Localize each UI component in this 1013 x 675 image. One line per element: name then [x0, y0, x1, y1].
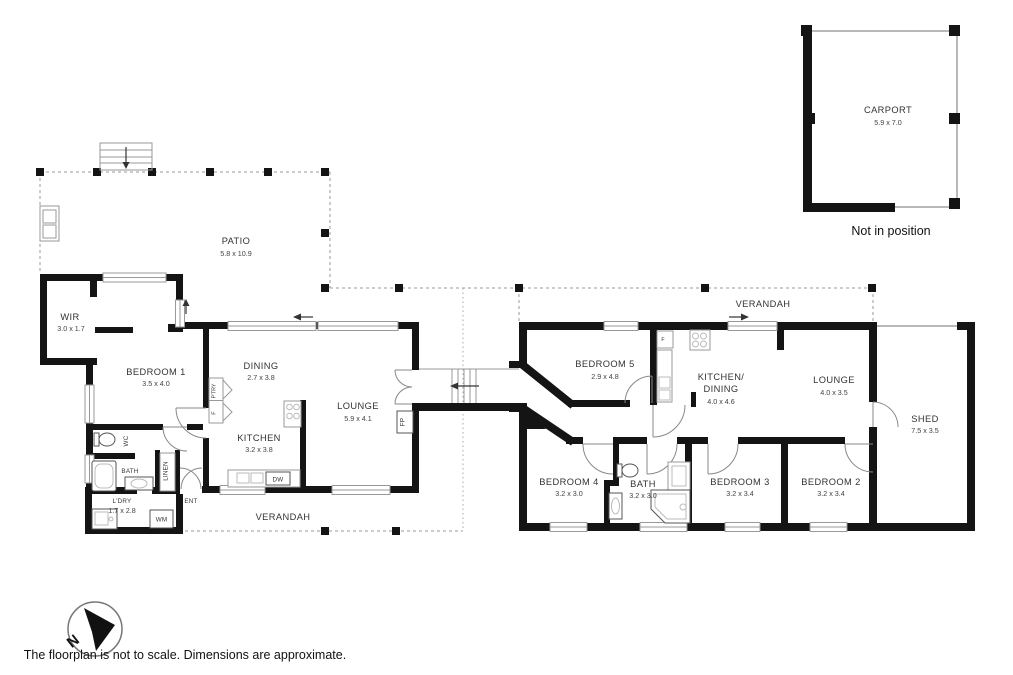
room-label-lounge-right: LOUNGE: [813, 375, 855, 385]
room-label-bedroom-3: BEDROOM 3: [710, 477, 769, 487]
carport: CARPORT 5.9 x 7.0 Not in position: [801, 25, 960, 238]
carport-posts: [801, 25, 960, 209]
room-label-bath-right: BATH: [630, 479, 656, 489]
room-dims-ldry: 1.7 x 2.8: [108, 506, 136, 515]
left-building-labels: WIR 3.0 x 1.7 BEDROOM 1 3.5 x 4.0 DINING…: [57, 312, 406, 524]
room-label-shed: SHED: [911, 414, 938, 424]
cooktop-left: [283, 400, 302, 428]
vanity-left: [124, 476, 154, 491]
room-dims-patio: 5.8 x 10.9: [220, 249, 252, 258]
room-label-bedroom-2: BEDROOM 2: [801, 477, 860, 487]
fridge-right: [656, 330, 674, 349]
carport-note: Not in position: [851, 224, 930, 238]
room-dims-shed: 7.5 x 3.5: [911, 426, 939, 435]
room-label-carport: CARPORT: [864, 105, 912, 115]
right-building-labels: BEDROOM 5 2.9 x 4.8 KITCHEN/ DINING 4.0 …: [539, 337, 938, 500]
room-dims-dining: 2.7 x 3.8: [247, 373, 275, 382]
cooktop-right: [689, 329, 711, 351]
corner-spa: [650, 489, 691, 524]
vanity-right: [608, 492, 623, 520]
left-building-windows: [84, 272, 399, 495]
fixture-label-wc: WC: [123, 435, 130, 446]
room-label-kitchen: KITCHEN: [237, 433, 281, 443]
room-dims-lounge-left: 5.9 x 4.1: [344, 414, 372, 423]
left-building-fixtures: [91, 377, 414, 530]
room-dims-carport: 5.9 x 7.0: [874, 118, 902, 127]
right-building-arrows: [729, 313, 749, 321]
shower-right: [667, 461, 691, 491]
fixture-label-fridge-right: F: [661, 337, 664, 343]
room-dims-bath-right: 3.2 x 3.0: [629, 491, 657, 500]
disclaimer-text: The floorplan is not to scale. Dimension…: [24, 648, 346, 662]
toilet-right: [616, 463, 639, 478]
room-label-verandah-right: VERANDAH: [736, 299, 791, 309]
compass-icon: N: [64, 601, 123, 657]
fixture-label-linen: LINEN: [163, 461, 170, 481]
fixture-label-fp: FP: [400, 418, 407, 426]
kitchen-bench-left: [227, 469, 301, 488]
room-label-kitchen-dining-2: DINING: [704, 384, 739, 394]
right-building-walls: [509, 322, 975, 531]
room-dims-kitchen: 3.2 x 3.8: [245, 445, 273, 454]
right-building-windows: [549, 321, 848, 532]
bathtub-left: [91, 460, 117, 492]
room-label-dining: DINING: [244, 361, 279, 371]
room-dims-bedroom-3: 3.2 x 3.4: [726, 489, 754, 498]
room-dims-kitchen-dining: 4.0 x 4.6: [707, 397, 735, 406]
room-label-bedroom-4: BEDROOM 4: [539, 477, 598, 487]
room-label-bedroom-5: BEDROOM 5: [575, 359, 634, 369]
room-dims-wir: 3.0 x 1.7: [57, 324, 85, 333]
connector-walkway: [419, 368, 519, 403]
room-label-kitchen-dining-1: KITCHEN/: [698, 372, 745, 382]
room-label-bedroom-1: BEDROOM 1: [126, 367, 185, 377]
pantry-fridge-closets: [208, 377, 233, 424]
fireplace: [396, 410, 414, 434]
room-dims-bedroom-4: 3.2 x 3.0: [555, 489, 583, 498]
room-dims-lounge-right: 4.0 x 3.5: [820, 388, 848, 397]
linen-closet: [159, 452, 176, 492]
room-label-wir: WIR: [60, 312, 79, 322]
room-dims-bedroom-2: 3.2 x 3.4: [817, 489, 845, 498]
patio-unit: [39, 205, 60, 242]
fixture-label-fridge-left: F: [212, 411, 218, 414]
room-dims-bedroom-1: 3.5 x 4.0: [142, 379, 170, 388]
room-dims-bedroom-5: 2.9 x 4.8: [591, 372, 619, 381]
fixture-label-ent: ENT: [184, 498, 197, 505]
left-building-doors: [162, 369, 413, 490]
room-label-patio: PATIO: [222, 236, 251, 246]
room-label-ldry: L'DRY: [113, 498, 132, 505]
patio-posts: [36, 168, 876, 535]
fixture-label-pantry: P'TRY: [212, 383, 218, 398]
fixture-label-wm: WM: [156, 517, 168, 524]
washing-machine: [149, 509, 174, 529]
right-building-fixtures: [608, 329, 711, 524]
laundry-trough: [91, 508, 118, 530]
room-label-bath-left: BATH: [121, 468, 138, 475]
left-building-arrows: [182, 299, 313, 321]
room-label-verandah-left: VERANDAH: [256, 512, 311, 522]
toilet-left: [93, 432, 116, 447]
room-label-lounge-left: LOUNGE: [337, 401, 379, 411]
fixture-label-dw: DW: [273, 477, 284, 484]
patio-steps: [99, 142, 153, 171]
kitchen-bench-right: [656, 349, 673, 403]
right-building-doors: [582, 375, 899, 475]
